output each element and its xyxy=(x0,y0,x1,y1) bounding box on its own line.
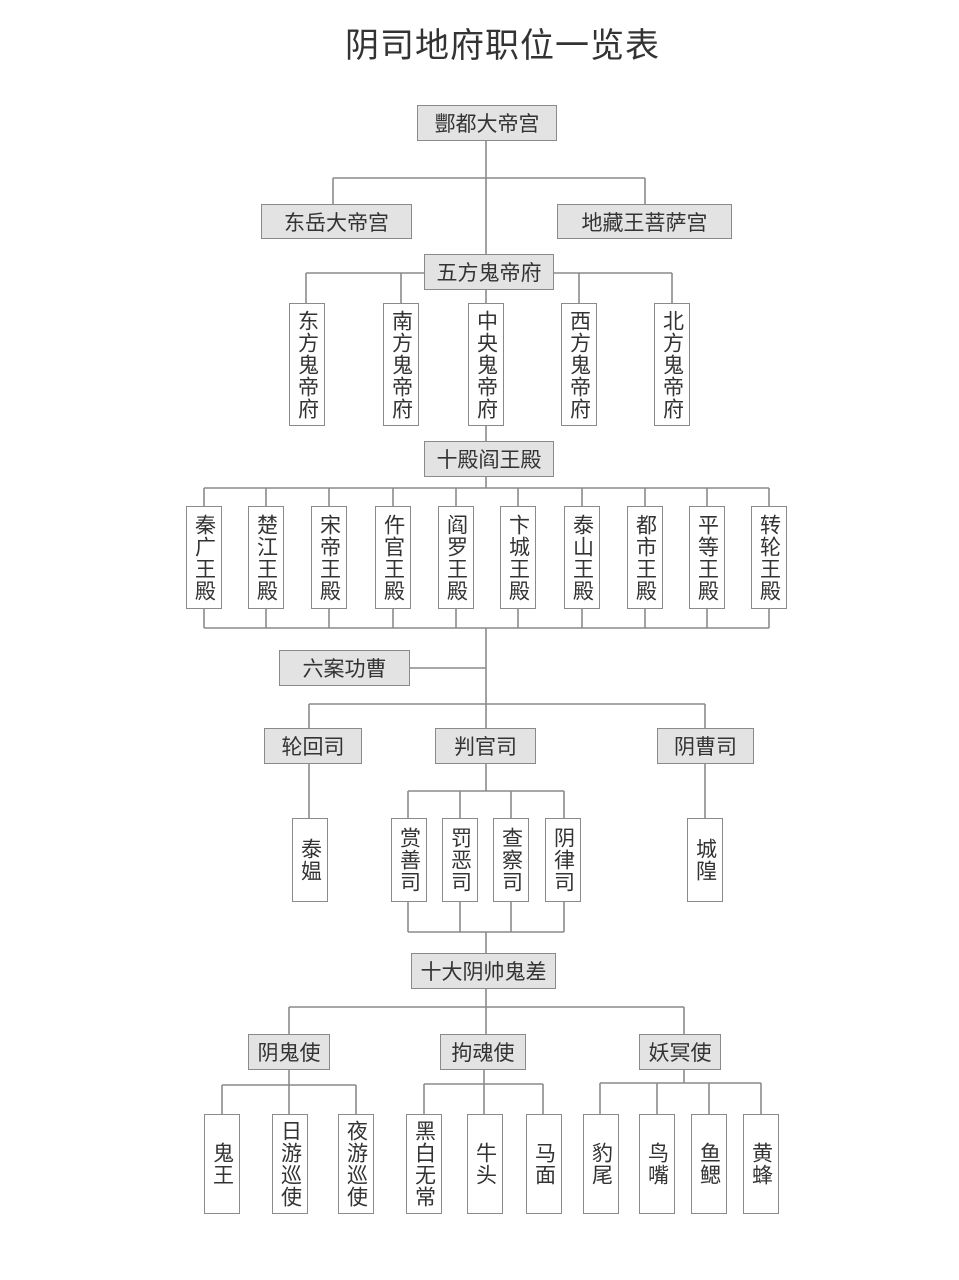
node-pingdeng: 平等王殿 xyxy=(689,506,725,609)
node-songdi: 宋帝王殿 xyxy=(311,506,347,609)
node-shangshan-si: 赏善司 xyxy=(391,818,427,902)
node-panguan-si: 判官司 xyxy=(435,728,536,764)
node-riyou-xunshi: 日游巡使 xyxy=(272,1114,308,1214)
node-zhuanlun: 转轮王殿 xyxy=(751,506,787,609)
node-biancheng: 卞城王殿 xyxy=(500,506,536,609)
node-west-guidi: 西方鬼帝府 xyxy=(561,303,597,426)
node-north-guidi: 北方鬼帝府 xyxy=(654,303,690,426)
node-shidian-yanwang: 十殿阎王殿 xyxy=(424,441,554,477)
node-qinguang: 秦广王殿 xyxy=(186,506,222,609)
node-chenghuang: 城隍 xyxy=(687,818,723,902)
node-guiwang: 鬼王 xyxy=(204,1114,240,1214)
node-niaozui: 鸟嘴 xyxy=(639,1114,675,1214)
node-mamian: 马面 xyxy=(526,1114,562,1214)
node-yanluo: 阎罗王殿 xyxy=(438,506,474,609)
page-title: 阴司地府职位一览表 xyxy=(345,26,660,66)
node-niutou: 牛头 xyxy=(467,1114,503,1214)
node-lunhui-si: 轮回司 xyxy=(264,728,362,764)
node-central-guidi: 中央鬼帝府 xyxy=(468,303,504,426)
node-chujiang: 楚江王殿 xyxy=(248,506,284,609)
node-shida-yinshuai: 十大阴帅鬼差 xyxy=(411,953,556,989)
node-yusai: 鱼鳃 xyxy=(691,1114,727,1214)
node-yeyou-xunshi: 夜游巡使 xyxy=(338,1114,374,1214)
node-chacha-si: 查察司 xyxy=(493,818,529,902)
node-taishan: 泰山王殿 xyxy=(564,506,600,609)
node-baowei: 豹尾 xyxy=(583,1114,619,1214)
node-taiao: 泰媪 xyxy=(292,818,328,902)
node-fengdu-palace: 酆都大帝宫 xyxy=(417,105,557,141)
node-fae-si: 罚恶司 xyxy=(442,818,478,902)
node-liuan-gongcao: 六案功曹 xyxy=(279,650,410,686)
node-wuguan: 仵官王殿 xyxy=(375,506,411,609)
node-gouhun-shi: 拘魂使 xyxy=(440,1034,526,1070)
node-dizang-palace: 地藏王菩萨宫 xyxy=(557,204,732,239)
node-dongyue-palace: 东岳大帝宫 xyxy=(261,204,412,239)
node-huangfeng: 黄蜂 xyxy=(743,1114,779,1214)
node-south-guidi: 南方鬼帝府 xyxy=(383,303,419,426)
node-east-guidi: 东方鬼帝府 xyxy=(289,303,325,426)
node-yinlv-si: 阴律司 xyxy=(545,818,581,902)
node-dushi: 都市王殿 xyxy=(627,506,663,609)
node-wufang-guidi: 五方鬼帝府 xyxy=(424,254,554,290)
node-yaoming-shi: 妖冥使 xyxy=(639,1034,721,1070)
node-yingui-shi: 阴鬼使 xyxy=(248,1034,330,1070)
node-heibai-wuchang: 黑白无常 xyxy=(406,1114,442,1214)
node-yincao-si: 阴曹司 xyxy=(657,728,754,764)
